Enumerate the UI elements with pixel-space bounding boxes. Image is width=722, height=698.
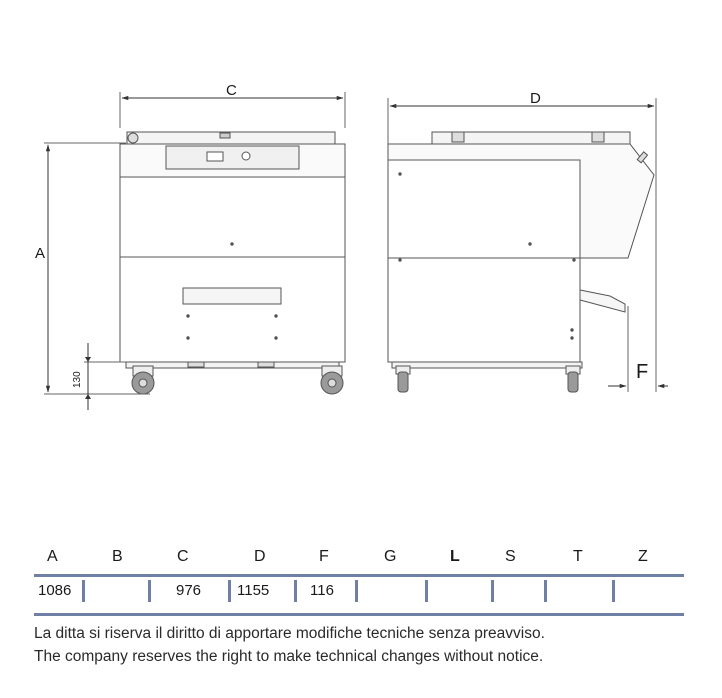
dimensions-table: A B C D F G L S T Z 1086 976 1155 116 — [34, 540, 684, 616]
disclaimer-italian: La ditta si riserva il diritto di apport… — [34, 625, 545, 642]
header-s: S — [505, 548, 516, 565]
side-wheel-front — [395, 365, 411, 393]
table-rule-top — [34, 574, 684, 577]
value-a: 1086 — [38, 582, 72, 599]
table-rule-bottom — [34, 613, 684, 616]
label-c: C — [226, 82, 237, 99]
separator — [355, 580, 358, 602]
header-d: D — [254, 548, 266, 565]
separator — [148, 580, 151, 602]
separator — [82, 580, 85, 602]
header-a: A — [47, 548, 58, 565]
separator — [544, 580, 547, 602]
side-view — [387, 98, 668, 393]
separator — [294, 580, 297, 602]
separator — [425, 580, 428, 602]
label-wheel-height: 130 — [72, 371, 83, 388]
header-t: T — [573, 548, 583, 565]
side-rear-bracket — [579, 289, 626, 313]
header-b: B — [112, 548, 123, 565]
separator — [612, 580, 615, 602]
header-c: C — [177, 548, 189, 565]
disclaimer: La ditta si riserva il diritto di apport… — [34, 622, 694, 668]
header-f: F — [319, 548, 329, 565]
front-wheel-left — [131, 365, 155, 395]
front-lower-cabinet — [119, 256, 346, 363]
header-z: Z — [638, 548, 648, 565]
separator — [228, 580, 231, 602]
label-f: F — [636, 361, 648, 383]
disclaimer-english: The company reserves the right to make t… — [34, 648, 544, 665]
value-c: 976 — [176, 582, 202, 599]
front-handle — [182, 287, 282, 305]
front-wheel-right — [320, 365, 344, 395]
control-panel — [165, 145, 300, 170]
side-wheel-rear — [565, 365, 581, 393]
front-lid — [126, 131, 336, 145]
value-d: 1155 — [237, 582, 270, 599]
header-g: G — [384, 548, 397, 565]
table-value-row: 1086 976 1155 116 — [34, 574, 684, 614]
separator — [491, 580, 494, 602]
side-cabinet — [387, 159, 581, 363]
header-l: L — [450, 548, 460, 565]
technical-drawing: C A 130 — [35, 82, 668, 410]
front-view — [44, 92, 346, 410]
label-a: A — [35, 245, 45, 262]
value-f: 116 — [310, 582, 334, 599]
table-header-row: A B C D F G L S T Z — [34, 540, 684, 574]
label-d: D — [530, 90, 541, 107]
